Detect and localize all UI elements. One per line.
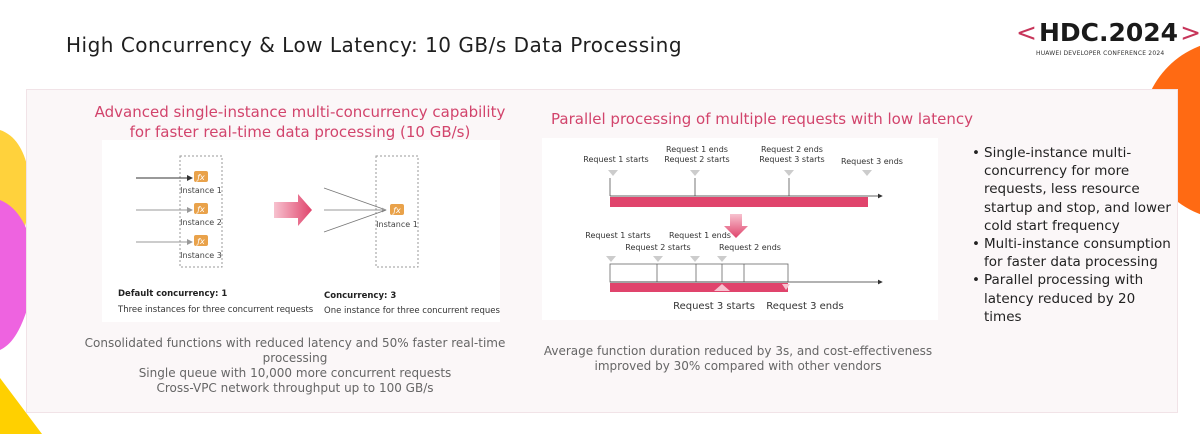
default-concurrency-desc: Three instances for three concurrent req… xyxy=(117,305,314,315)
concurrency-diagram: ƒx ƒx ƒx Instance 1 Instance 2 Instance … xyxy=(117,155,508,316)
bottom-label-2: Request 2 starts xyxy=(625,243,690,252)
right-section-title: Parallel processing of multiple requests… xyxy=(551,110,973,128)
svg-text:ƒx: ƒx xyxy=(195,173,205,182)
fx-icon: ƒx xyxy=(390,204,404,215)
concurrency-instance-box xyxy=(375,155,419,268)
bottom-end-marker xyxy=(782,284,790,290)
top-duration-bar xyxy=(610,197,868,207)
svg-text:ƒx: ƒx xyxy=(195,237,205,246)
bottom-label-4: Request 2 ends xyxy=(719,243,781,252)
bottom-duration-bar xyxy=(610,283,788,292)
concurrency-3-desc: One instance for three concurrent reques… xyxy=(324,306,500,316)
transition-arrow xyxy=(274,194,312,226)
down-arrow xyxy=(724,214,748,238)
top-marker-3 xyxy=(784,170,794,176)
timeline-diagram: Request 1 starts Request 1 ends Request … xyxy=(583,145,903,312)
bottom-request-box-1 xyxy=(609,263,789,283)
request-3-ends-label: Request 3 ends xyxy=(766,301,843,312)
logo-left-bracket: < xyxy=(1016,18,1037,47)
left-title-line2: for faster real-time data processing (10… xyxy=(129,123,471,141)
instance-label-3: Instance 3 xyxy=(180,251,222,260)
timeline-diagram-card: Request 1 starts Request 1 ends Request … xyxy=(542,138,938,320)
benefit-list: Single-instance multi-concurrency for mo… xyxy=(972,144,1172,326)
benefit-item: Single-instance multi-concurrency for mo… xyxy=(972,144,1172,235)
page-title: High Concurrency & Low Latency: 10 GB/s … xyxy=(66,33,683,57)
default-concurrency-caption: Default concurrency: 1 xyxy=(118,289,227,299)
top-label-2b: Request 2 starts xyxy=(664,155,729,164)
bottom-label-3: Request 1 ends xyxy=(669,231,731,240)
fx-icon: ƒx xyxy=(194,235,208,246)
left-summary-line3: Cross-VPC network throughput up to 100 G… xyxy=(156,381,434,395)
hdc-logo: < HDC.2024 > HUAWEI DEVELOPER CONFERENCE… xyxy=(1016,18,1200,57)
right-summary-line1: Average function duration reduced by 3s,… xyxy=(543,344,933,358)
default-instance-box xyxy=(179,155,223,268)
converge-line-1 xyxy=(323,187,387,211)
top-marker-4 xyxy=(862,170,872,176)
bottom-marker-1 xyxy=(606,256,616,262)
concurrency-3-caption: Concurrency: 3 xyxy=(324,291,396,301)
concurrency-diagram-card: ƒx ƒx ƒx Instance 1 Instance 2 Instance … xyxy=(102,140,508,322)
top-label-3b: Request 3 starts xyxy=(759,155,824,164)
top-label-2a: Request 1 ends xyxy=(666,145,728,154)
converge-line-3 xyxy=(323,209,387,233)
logo-text: HDC.2024 xyxy=(1038,18,1179,47)
concurrency-instance-label: Instance 1 xyxy=(376,220,418,229)
left-section-title: Advanced single-instance multi-concurren… xyxy=(80,102,520,142)
request-3-starts-label: Request 3 starts xyxy=(673,301,755,312)
top-label-4: Request 3 ends xyxy=(841,157,903,166)
left-summary: Consolidated functions with reduced late… xyxy=(60,336,530,396)
bottom-marker-3 xyxy=(690,256,700,262)
top-marker-1 xyxy=(608,170,618,176)
logo-right-bracket: > xyxy=(1180,18,1200,47)
top-label-1: Request 1 starts xyxy=(583,155,648,164)
benefit-item: Parallel processing with latency reduced… xyxy=(972,271,1172,326)
fx-icon: ƒx xyxy=(194,171,208,182)
fx-icon: ƒx xyxy=(194,203,208,214)
top-label-3a: Request 2 ends xyxy=(761,145,823,154)
bottom-marker-2 xyxy=(653,256,663,262)
left-summary-line2: Single queue with 10,000 more concurrent… xyxy=(138,366,452,380)
instance-label-1: Instance 1 xyxy=(180,186,222,195)
bottom-label-1: Request 1 starts xyxy=(585,231,650,240)
bottom-start-marker xyxy=(714,284,730,291)
logo-subtitle: HUAWEI DEVELOPER CONFERENCE 2024 xyxy=(1036,50,1165,57)
svg-text:ƒx: ƒx xyxy=(195,205,205,214)
right-summary: Average function duration reduced by 3s,… xyxy=(530,344,946,374)
right-summary-line2: improved by 30% compared with other vend… xyxy=(594,359,882,373)
left-title-line1: Advanced single-instance multi-concurren… xyxy=(94,103,506,121)
bottom-marker-4 xyxy=(717,256,727,262)
svg-text:ƒx: ƒx xyxy=(391,206,401,215)
left-summary-line1: Consolidated functions with reduced late… xyxy=(84,336,506,365)
instance-label-2: Instance 2 xyxy=(180,218,222,227)
benefit-item: Multi-instance consumption for faster da… xyxy=(972,235,1172,271)
top-marker-2 xyxy=(690,170,700,176)
